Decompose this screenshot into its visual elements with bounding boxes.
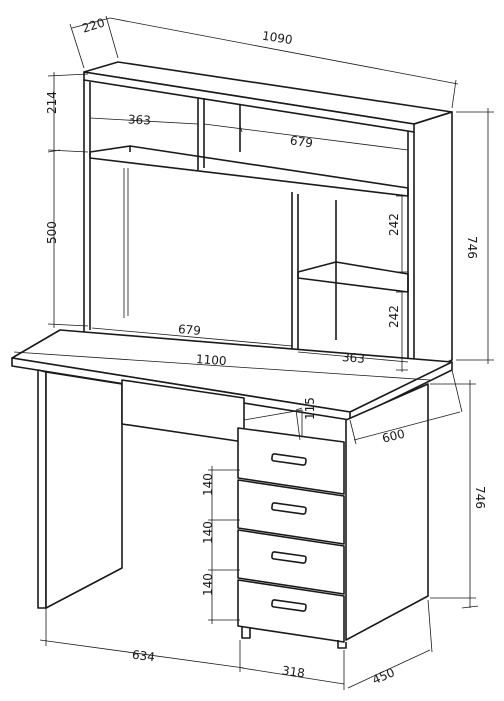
dim-right-shelf-width: 363 [341,350,365,366]
drawer-3-handle-icon [271,551,307,564]
dim-pedestal-width: 318 [281,663,306,680]
hutch-upper-divider [197,98,241,170]
dim-desk-height: 746 [473,486,487,509]
pedestal [237,383,429,649]
dimension-labels: 220 1090 214 363 679 500 746 242 242 679… [45,16,487,688]
hutch-back-lines [123,168,129,318]
hutch-right-shelf [297,261,409,293]
hutch-middle-shelf [89,145,409,197]
drawer-2-handle-icon [271,502,307,515]
dim-drawer-1: 140 [201,473,215,496]
dim-desk-width: 1100 [196,352,227,368]
drawer-4 [237,579,345,643]
dim-top-depth: 220 [80,16,106,36]
dim-hutch-total-height: 746 [465,236,479,259]
dim-top-height: 214 [45,91,59,114]
dim-top-shelf-right: 679 [289,133,314,150]
desk-left-leg-side [45,371,123,609]
dim-desk-depth: 600 [381,427,407,446]
dim-shelf-lower: 242 [387,305,401,328]
dim-leg-span: 634 [131,648,155,665]
dim-inner-width: 679 [177,322,201,338]
dim-hutch-height: 500 [45,221,59,244]
hutch-right-side [407,111,453,379]
hutch [83,61,453,379]
drawer-4-handle-icon [271,599,307,612]
dimension-lines [13,15,494,690]
dim-top-width: 1090 [261,29,293,48]
drawer-1-handle-icon [271,453,307,466]
dim-shelf-upper: 242 [387,213,401,236]
desk-left-leg [37,369,47,609]
dim-drawer-gap: 115 [303,397,317,420]
pedestal-feet [241,626,347,649]
dim-drawer-2: 140 [201,521,215,544]
dim-pedestal-depth: 450 [370,665,397,687]
dim-top-shelf-left: 363 [128,112,152,127]
pedestal-side [345,383,429,641]
hutch-left-side [83,80,91,332]
dim-drawer-3: 140 [201,573,215,596]
